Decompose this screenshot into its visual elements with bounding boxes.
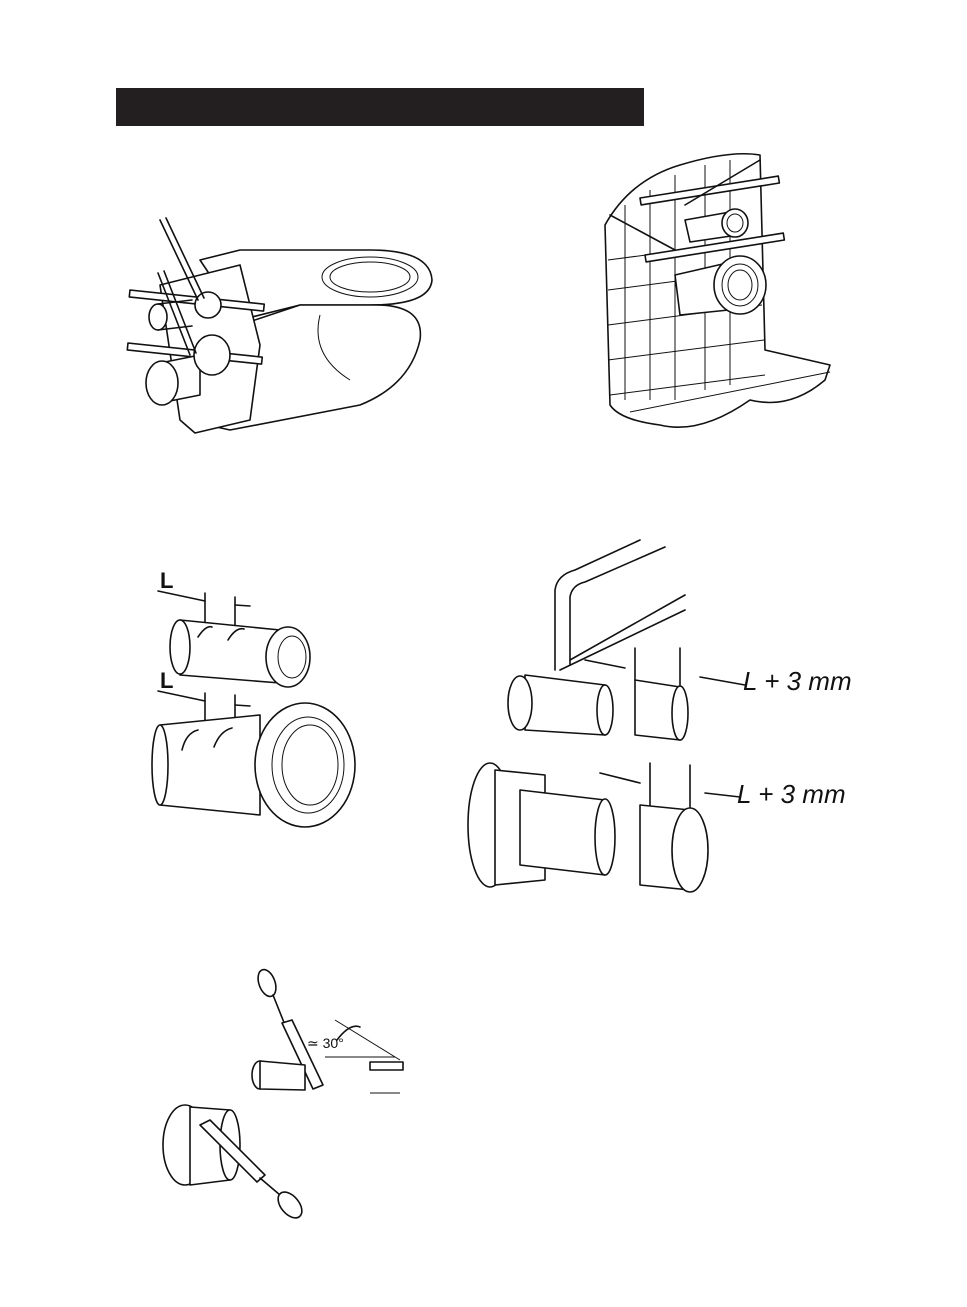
- pipe-length-marking-illustration: L L: [150, 565, 360, 895]
- pipe-saw-cut-illustration: L + 3 mm L + 3 mm: [465, 535, 865, 895]
- tiled-wall-illustration: [590, 150, 840, 440]
- cut-length-label-bottom: L + 3 mm: [737, 779, 846, 809]
- section-title-bar: [116, 88, 644, 126]
- wc-bowl-illustration: [120, 205, 450, 445]
- file-chamfer-illustration: ≃ 30°: [155, 965, 415, 1225]
- cut-length-label-top: L + 3 mm: [743, 666, 852, 696]
- length-label-bottom: L: [160, 668, 173, 693]
- length-label-top: L: [160, 568, 173, 593]
